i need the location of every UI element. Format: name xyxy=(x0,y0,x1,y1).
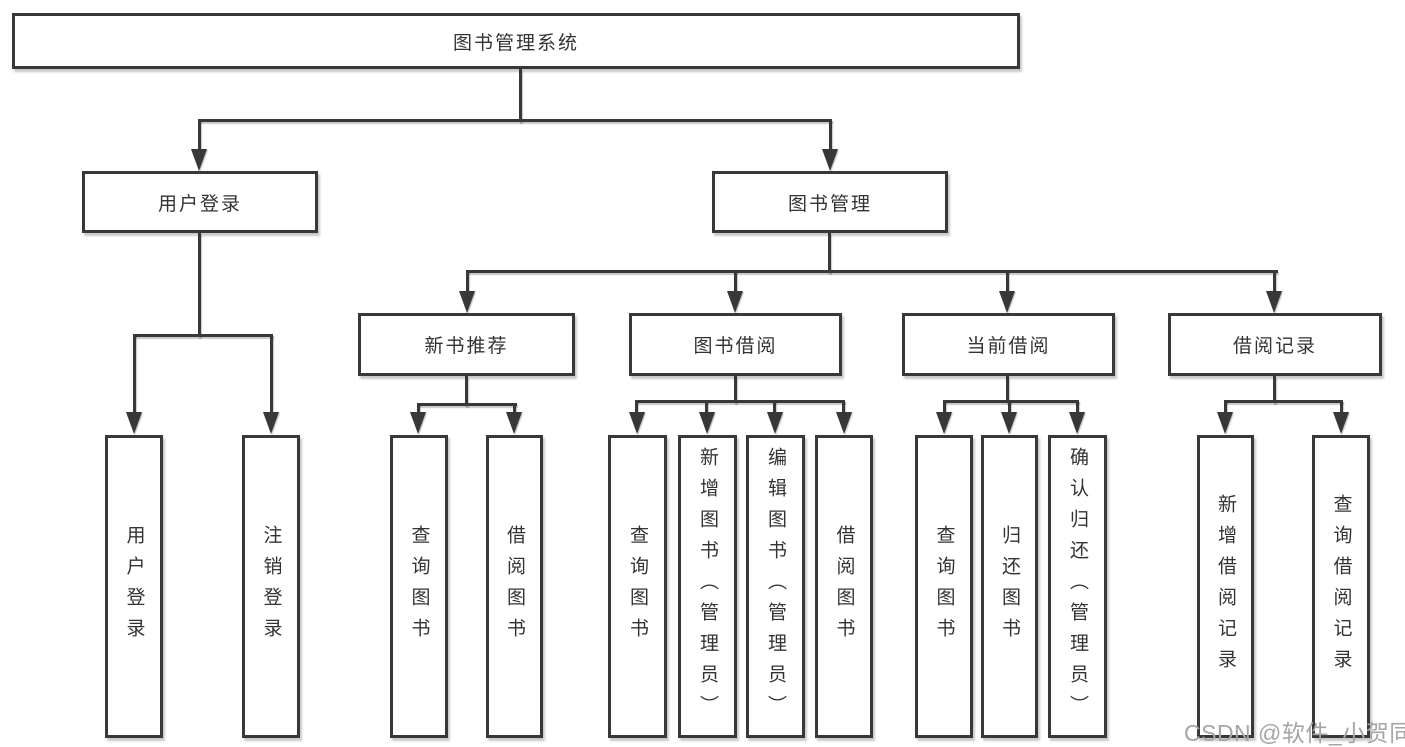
connector-line xyxy=(466,270,469,293)
connector-line xyxy=(773,400,776,414)
arrow-down-icon xyxy=(1069,412,1085,434)
node-user-login: 用户登录 xyxy=(82,171,318,233)
node-cb-query-books: 查询图书 xyxy=(915,435,973,738)
connector-line xyxy=(198,119,201,151)
connector-line xyxy=(705,400,708,414)
node-nbr-borrow-books: 借阅图书 xyxy=(486,435,543,738)
connector-line xyxy=(465,376,468,406)
connector-line xyxy=(513,403,516,414)
connector-line xyxy=(519,69,522,122)
node-br-query-record: 查询借阅记录 xyxy=(1312,435,1370,738)
connector-line xyxy=(133,334,273,337)
node-bb-borrow-books: 借阅图书 xyxy=(815,435,873,738)
node-cb-confirm-return-admin: 确认归还（管理员） xyxy=(1048,435,1107,738)
node-bb-add-books-admin: 新增图书（管理员） xyxy=(678,435,737,738)
arrow-down-icon xyxy=(836,412,852,434)
node-logout: 注销登录 xyxy=(242,435,300,738)
node-bb-edit-books-admin: 编辑图书（管理员） xyxy=(746,435,805,738)
connector-line xyxy=(1224,400,1343,403)
connector-line xyxy=(1273,376,1276,403)
connector-line xyxy=(943,400,946,414)
connector-line xyxy=(417,403,420,414)
arrow-down-icon xyxy=(1217,412,1233,434)
connector-line xyxy=(1224,400,1227,414)
node-book-borrowing: 图书借阅 xyxy=(629,313,842,376)
connector-line xyxy=(829,119,832,151)
node-borrowing-records: 借阅记录 xyxy=(1168,313,1382,376)
arrow-down-icon xyxy=(629,412,645,434)
arrow-down-icon xyxy=(1001,412,1017,434)
node-current-borrowing: 当前借阅 xyxy=(902,313,1115,376)
arrow-down-icon xyxy=(822,149,838,171)
arrow-down-icon xyxy=(936,412,952,434)
node-nbr-query-books: 查询图书 xyxy=(390,435,448,738)
arrow-down-icon xyxy=(126,412,142,434)
arrow-down-icon xyxy=(699,412,715,434)
connector-line xyxy=(1006,376,1009,403)
arrow-down-icon xyxy=(459,291,475,313)
connector-line xyxy=(1340,400,1343,414)
connector-line xyxy=(734,376,737,403)
connector-line xyxy=(842,400,845,414)
arrow-down-icon xyxy=(999,291,1015,313)
connector-line xyxy=(1076,400,1079,414)
node-user-login-leaf: 用户登录 xyxy=(105,435,163,738)
connector-line xyxy=(270,334,273,413)
arrow-down-icon xyxy=(727,291,743,313)
connector-line xyxy=(635,400,845,403)
arrow-down-icon xyxy=(1333,412,1349,434)
arrow-down-icon xyxy=(410,412,426,434)
arrow-down-icon xyxy=(191,149,207,171)
arrow-down-icon xyxy=(767,412,783,434)
node-bb-query-books: 查询图书 xyxy=(608,435,667,738)
connector-line xyxy=(417,403,517,406)
connector-line xyxy=(198,119,832,122)
node-book-management: 图书管理 xyxy=(712,171,948,233)
connector-line xyxy=(734,270,737,293)
connector-line xyxy=(198,233,201,337)
connector-line xyxy=(635,400,638,414)
connector-line xyxy=(828,233,831,273)
connector-line xyxy=(1273,270,1276,293)
node-br-add-record: 新增借阅记录 xyxy=(1197,435,1254,738)
arrow-down-icon xyxy=(506,412,522,434)
arrow-down-icon xyxy=(263,412,279,434)
node-cb-return-books: 归还图书 xyxy=(981,435,1038,738)
csdn-watermark: CSDN @软件_小贺同学 xyxy=(1184,720,1405,746)
connector-line xyxy=(1008,400,1011,414)
node-library-system: 图书管理系统 xyxy=(12,13,1020,69)
connector-line xyxy=(943,400,1079,403)
connector-line xyxy=(133,334,136,413)
connector-line xyxy=(466,270,1278,273)
connector-line xyxy=(1006,270,1009,293)
arrow-down-icon xyxy=(1266,291,1282,313)
node-new-book-recommend: 新书推荐 xyxy=(358,313,575,376)
